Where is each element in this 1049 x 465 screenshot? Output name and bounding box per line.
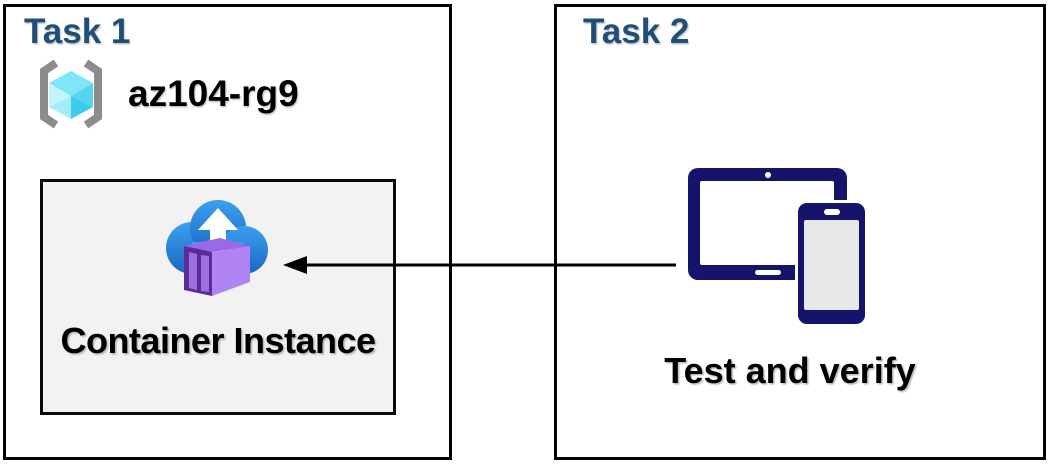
tablet-camera-dot [764,172,771,178]
tablet-home-button [754,270,781,275]
resource-group: az104-rg9 [32,59,299,129]
phone-screen [804,220,859,310]
tablet-and-phone-icon [688,168,873,333]
phone-icon [798,203,865,324]
task2-title: Task 2 [583,12,690,51]
resource-group-icon [40,59,102,129]
container-instance-box: Container Instance [40,179,396,415]
resource-group-label: az104-rg9 [128,73,299,114]
test-and-verify-label: Test and verify [664,350,916,391]
task2-box: Task 2 Test and verify [554,4,1046,460]
container-instance-icon [166,200,268,296]
container-instance-label: Container Instance [60,320,376,361]
task1-box: Task 1 az104-rg9 [3,4,452,460]
phone-speaker-slot [823,209,840,215]
task1-title: Task 1 [24,12,131,51]
